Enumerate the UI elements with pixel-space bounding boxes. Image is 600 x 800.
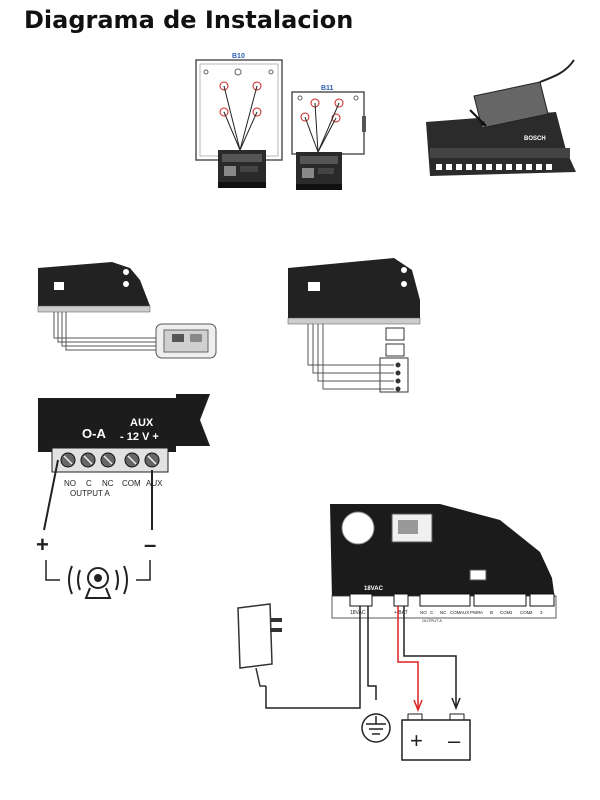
terminal-aux-label: AUX: [146, 479, 163, 488]
power-terminal-label: COM: [500, 610, 511, 615]
vac-label-top: 18VAC: [364, 586, 384, 592]
b10-enclosure: B10: [195, 53, 283, 161]
terminal-c-label: C: [86, 479, 92, 488]
output-symbol-label: O-A: [82, 426, 106, 441]
terminal-nc-label: NC: [102, 479, 114, 488]
aux-voltage-label: - 12 V +: [120, 431, 159, 443]
bat-terminal-label: + BAT: [394, 610, 408, 616]
siren-plus-label: +: [36, 532, 49, 557]
terminal-com-label: COM: [122, 479, 141, 488]
power-terminal-label: COM: [520, 610, 531, 615]
transformer-icon: [237, 603, 282, 687]
power-output-label: OUTPUT A: [422, 618, 442, 623]
power-terminal-label: C: [430, 610, 434, 615]
page-title: Diagrama de Instalacion: [24, 6, 354, 34]
power-terminal-label: PWR: [470, 610, 481, 615]
module-insertion-diagram: BOSCH: [426, 59, 576, 176]
power-terminal-label: A: [480, 610, 483, 615]
module-wiring-diagram: [287, 258, 421, 393]
brand-label: BOSCH: [524, 136, 546, 142]
b10-label: B10: [232, 53, 245, 60]
siren-minus-label: –: [144, 532, 156, 557]
power-terminal-label: NO: [420, 610, 427, 615]
power-terminal-label: COM: [450, 610, 461, 615]
battery-plus-label: +: [410, 728, 423, 753]
b11-enclosure: B11: [291, 85, 366, 155]
power-terminal-label: 2: [530, 610, 533, 615]
terminal-no-label: NO: [64, 479, 76, 488]
b11-control-board: [296, 152, 342, 190]
power-terminal-label: B: [490, 610, 493, 615]
power-terminal-label: NC: [440, 610, 447, 615]
aux-label: AUX: [130, 417, 154, 429]
battery-minus-label: –: [448, 728, 461, 753]
b11-label: B11: [321, 85, 334, 92]
b10-control-board: [218, 150, 266, 188]
battery-icon: + –: [401, 713, 471, 761]
power-wiring-diagram: 18VAC 18VAC + BAT OUTPUT A: [237, 504, 557, 761]
output-a-label: OUTPUT A: [70, 489, 111, 498]
power-terminal-label: 1: [510, 610, 513, 615]
keypad-wiring-diagram: [37, 262, 217, 359]
output-terminal-diagram: O-A AUX - 12 V + NO C NC COM AUX OUTPUT …: [36, 394, 210, 599]
siren-icon: [68, 565, 128, 599]
power-terminal-label: 3: [540, 610, 543, 615]
vac-terminal-label: 18VAC: [350, 610, 366, 616]
ground-icon: [361, 713, 391, 743]
power-terminal-label: AUX: [460, 610, 469, 615]
